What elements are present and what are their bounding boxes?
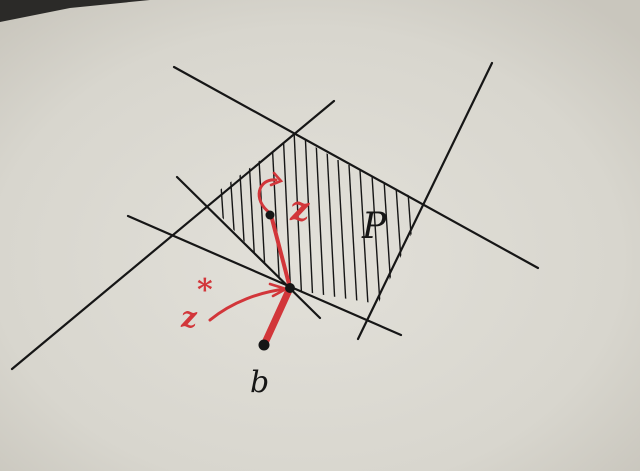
- point-zstar-dot: [285, 283, 295, 293]
- ray-zstar-to-z: [269, 213, 292, 290]
- point-z-dot: [265, 210, 275, 220]
- constraint-line-top: [172, 65, 540, 270]
- point-b-dot: [258, 339, 270, 351]
- constraint-line-lower: [126, 214, 403, 337]
- ray-b-to-zstar: [260, 284, 294, 349]
- curved-arrow-z: [257, 178, 278, 215]
- constraint-line-right: [356, 61, 494, 341]
- label-polytope-p: P: [361, 206, 387, 247]
- label-z: z: [289, 189, 310, 229]
- arrowhead-z: [269, 171, 284, 187]
- constraint-line-diagonal: [175, 175, 322, 320]
- curved-arrow-zstar: [208, 287, 287, 322]
- label-zstar: z: [180, 301, 198, 334]
- label-point-b: b: [250, 365, 269, 400]
- label-zstar-superscript: *: [197, 273, 213, 308]
